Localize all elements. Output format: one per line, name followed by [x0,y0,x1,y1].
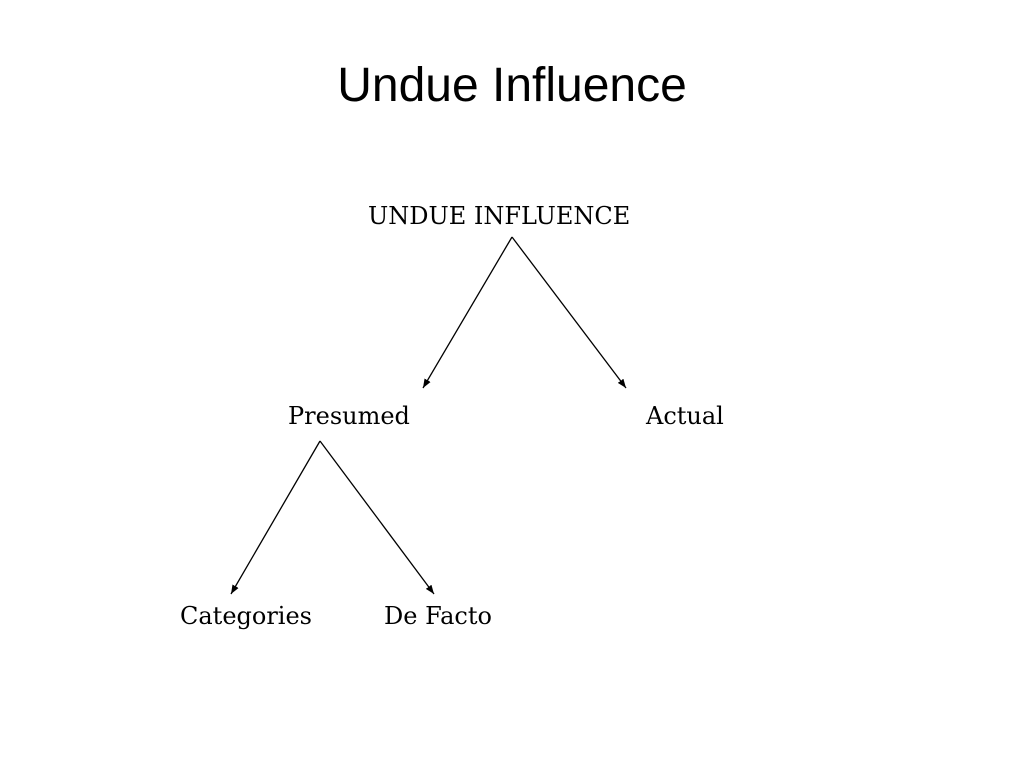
edge-root-to-actual [511,236,627,389]
node-categories: Categories [180,602,312,630]
node-de-facto: De Facto [384,602,492,630]
node-presumed: Presumed [288,402,410,430]
edge-presumed-to-categories [230,440,321,595]
node-actual: Actual [646,402,724,430]
node-undue-influence: UNDUE INFLUENCE [368,202,631,230]
edge-root-to-presumed [422,236,513,389]
edge-presumed-to-de-facto [319,440,435,595]
slide-title: Undue Influence [337,59,687,112]
